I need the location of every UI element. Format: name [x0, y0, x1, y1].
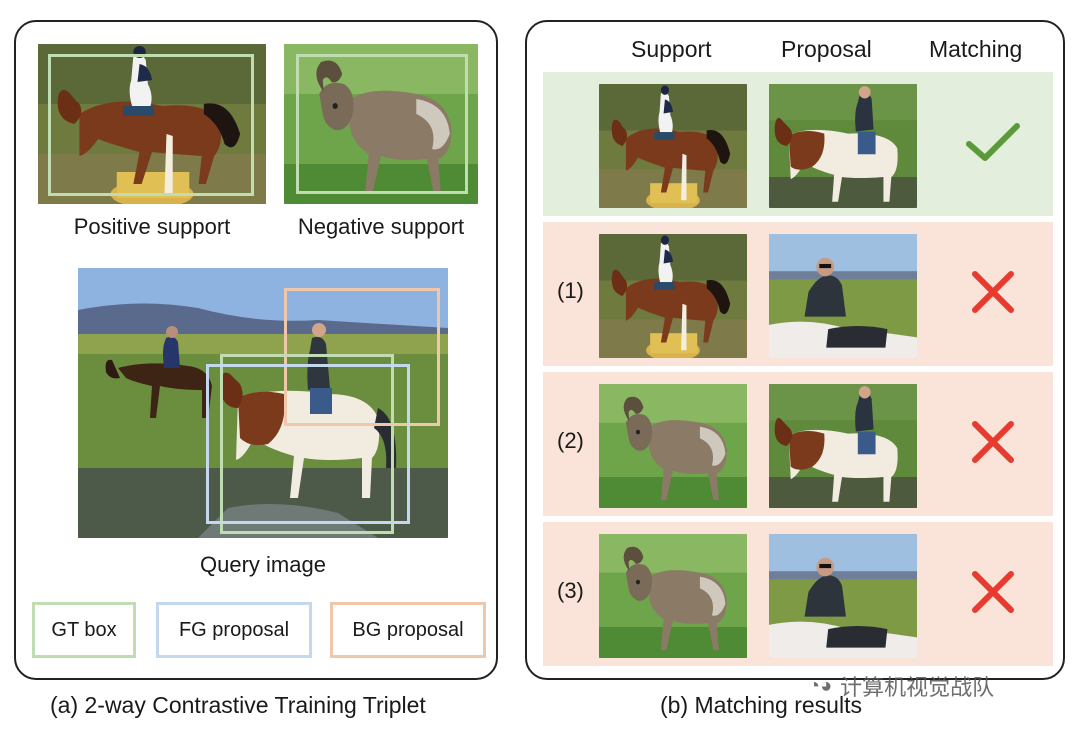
panel-matching-results: Support Proposal Matching (1) (2) (3) [525, 20, 1065, 680]
gt-box-positive [48, 54, 254, 196]
row-support-image [599, 534, 747, 658]
row-number: (1) [557, 278, 584, 303]
legend-gt-box: GT box [32, 602, 136, 658]
result-row-2: (2) [543, 372, 1053, 516]
legend-bg-proposal: BG proposal [330, 602, 486, 658]
header-matching: Matching [929, 36, 1023, 62]
row-support-image [599, 234, 747, 358]
wechat-icon: ◔◕ [808, 674, 833, 697]
gt-box-query [220, 354, 394, 534]
cross-icon [963, 262, 1023, 322]
result-row-match [543, 72, 1053, 216]
negative-support-label: Negative support [297, 214, 465, 239]
watermark: ◔◕ 计算机视觉战队 [808, 670, 994, 702]
row-support-image [599, 384, 747, 508]
row-proposal-image [769, 234, 917, 358]
row-number: (2) [557, 428, 584, 453]
gt-box-negative [296, 54, 468, 194]
row-proposal-image [769, 534, 917, 658]
legend-bg-label: BG proposal [352, 618, 464, 641]
cross-icon [963, 412, 1023, 472]
cross-icon [963, 562, 1023, 622]
row-proposal-image [769, 84, 917, 208]
caption-a: (a) 2-way Contrastive Training Triplet [50, 692, 426, 718]
legend-fg-label: FG proposal [178, 618, 290, 641]
caption-b: (b) Matching results [660, 692, 862, 718]
fg-proposal-box [206, 364, 410, 524]
query-image-label: Query image [200, 552, 326, 577]
bg-proposal-box [284, 288, 440, 426]
header-support: Support [631, 36, 712, 62]
panel-contrastive-triplet: Positive support Negative support Query … [14, 20, 498, 680]
result-row-3: (3) [543, 522, 1053, 666]
row-proposal-image [769, 384, 917, 508]
result-row-1: (1) [543, 222, 1053, 366]
row-support-image [599, 84, 747, 208]
watermark-text: 计算机视觉战队 [840, 675, 995, 700]
row-number: (3) [557, 578, 584, 603]
legend-fg-proposal: FG proposal [156, 602, 312, 658]
check-icon [963, 112, 1023, 172]
header-proposal: Proposal [781, 36, 872, 62]
positive-support-label: Positive support [73, 214, 231, 239]
legend-gt-label: GT box [51, 618, 117, 641]
